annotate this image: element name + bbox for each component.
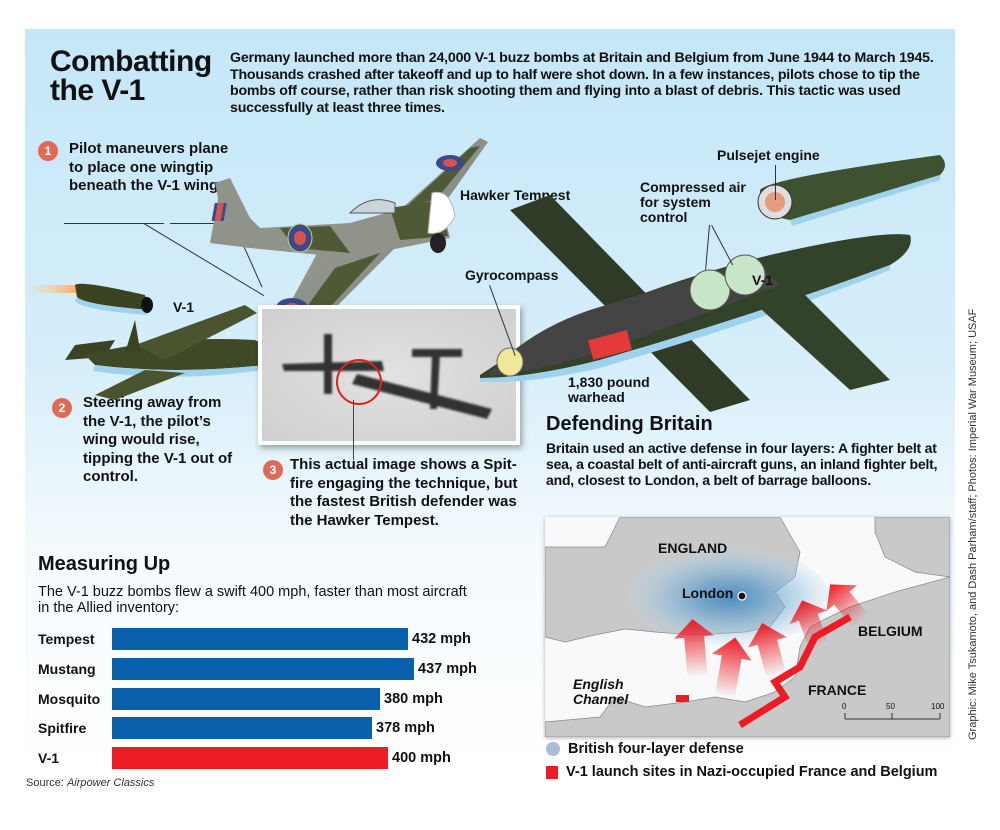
photo-credit: Graphic: Mike Tsukamoto, and Dash Parham… <box>967 308 979 740</box>
bar-value: 432 mph <box>412 631 471 647</box>
intro-text: Germany launched more than 24,000 V-1 bu… <box>230 50 934 116</box>
v1-cutaway-illustration <box>480 155 945 412</box>
bar-row: Tempest 432 mph <box>38 628 471 650</box>
measuring-intro: The V-1 buzz bombs flew a swift 400 mph,… <box>38 584 467 616</box>
label-gyrocompass: Gyrocompass <box>465 267 559 283</box>
bar-row: Mosquito 380 mph <box>38 688 443 710</box>
bar-value: 437 mph <box>418 661 477 677</box>
step-3-text: This actual image shows a Spit-fire enga… <box>290 456 518 529</box>
map-graphic <box>545 517 950 737</box>
legend-item-launch-sites: V-1 launch sites in Nazi-occupied France… <box>546 764 937 780</box>
legend-label: British four-layer defense <box>568 741 744 757</box>
bar-v1 <box>112 747 388 769</box>
bar-label: Mosquito <box>38 691 101 707</box>
spitfire-photo <box>258 305 520 445</box>
map-label-france: FRANCE <box>808 682 867 698</box>
label-pulsejet: Pulsejet engine <box>717 147 820 163</box>
title-line-1: Combatting <box>50 45 212 78</box>
legend-label: V-1 launch sites in Nazi-occupied France… <box>566 764 938 780</box>
photo-silhouettes <box>282 334 492 419</box>
channel-line-1: English <box>573 676 624 692</box>
step-1-text: Pilot maneuvers plane to place one wingt… <box>69 140 229 194</box>
source-name: Airpower Classics <box>66 777 155 789</box>
bar-row: V-1 400 mph <box>38 747 451 769</box>
channel-line-2: Channel <box>573 691 629 707</box>
defending-title: Defending Britain <box>546 413 713 435</box>
hawker-tempest-illustration <box>210 138 488 340</box>
source-note: Source: Airpower Classics <box>26 777 154 789</box>
bar-mosquito <box>112 688 380 710</box>
v1-flying-illustration <box>25 283 269 400</box>
map-label-england: ENGLAND <box>658 540 728 556</box>
bar-tempest <box>112 628 408 650</box>
bar-label: Tempest <box>38 631 95 647</box>
step-3-badge: 3 <box>263 460 283 480</box>
legend-item-defense: British four-layer defense <box>546 741 744 757</box>
leader-line <box>775 165 776 200</box>
label-v1-left: V-1 <box>173 299 195 315</box>
defending-text: Britain used an active defense in four l… <box>546 440 938 489</box>
bar-label: Mustang <box>38 661 96 677</box>
bar-spitfire <box>112 717 372 739</box>
step-1-badge: 1 <box>38 141 58 161</box>
square-swatch-icon <box>546 765 558 779</box>
title-line-2: the V-1 <box>50 74 145 107</box>
source-prefix: Source: <box>26 777 67 789</box>
bar-value: 378 mph <box>376 720 435 736</box>
label-warhead: 1,830 pound warhead <box>568 374 650 405</box>
map-label-channel: English Channel <box>573 677 628 707</box>
bar-row: Mustang 437 mph <box>38 658 477 680</box>
bar-value: 380 mph <box>384 691 443 707</box>
leader-line <box>353 400 354 460</box>
bar-value: 400 mph <box>392 750 451 766</box>
defense-map: ENGLAND London BELGIUM FRANCE English Ch… <box>545 517 950 737</box>
step-2-badge: 2 <box>52 398 72 418</box>
map-label-belgium: BELGIUM <box>858 623 923 639</box>
bar-mustang <box>112 658 414 680</box>
bar-label: Spitfire <box>38 720 87 736</box>
leader-line <box>170 223 250 224</box>
scale-tick-0: 0 <box>842 702 847 711</box>
measuring-title: Measuring Up <box>38 553 171 575</box>
leader-line <box>64 223 164 224</box>
label-v1-cutaway: V-1 <box>752 272 774 288</box>
page-title: Combatting the V-1 <box>50 45 212 107</box>
label-compressed-air: Compressed air for system control <box>640 179 746 225</box>
step-2-text: Steering away from the V-1, the pilot’s … <box>83 394 233 485</box>
scale-tick-100: 100 <box>931 702 945 711</box>
map-label-london: London <box>682 585 734 601</box>
circle-swatch-icon <box>546 742 560 756</box>
scale-tick-50: 50 <box>886 702 895 711</box>
bar-row: Spitfire 378 mph <box>38 717 435 739</box>
bar-label: V-1 <box>38 750 60 766</box>
